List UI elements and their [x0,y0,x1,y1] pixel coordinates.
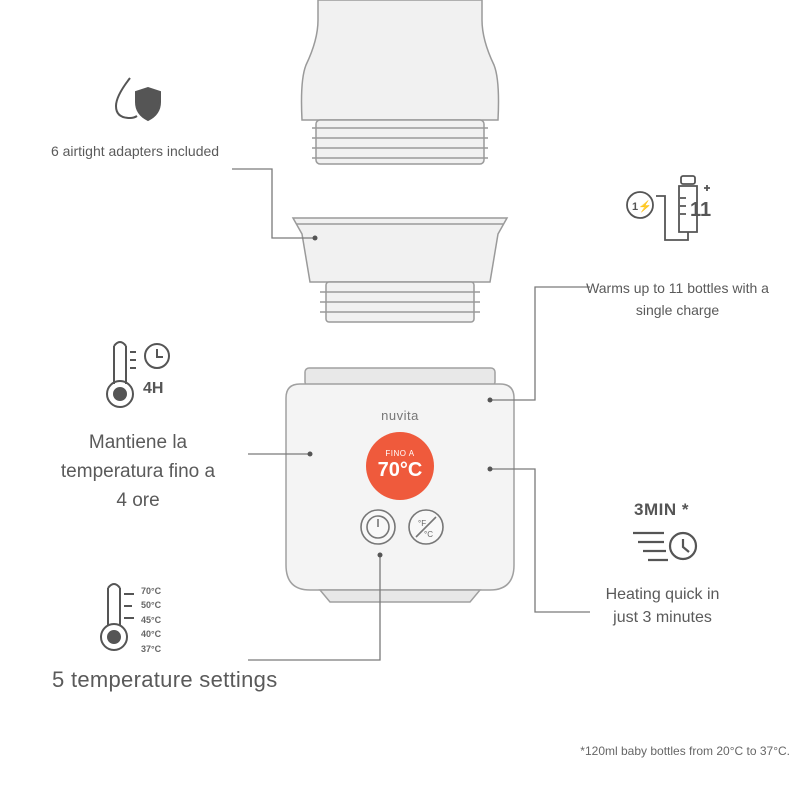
leader-dots [307,235,493,558]
thermometer-scale-icon [100,583,134,651]
keep-warm-caption: Mantiene la temperatura fino a 4 ore [60,432,216,511]
hours-label: 4H [143,380,164,397]
temperatures-caption: 5 temperature settings [52,667,278,692]
power-button [360,509,396,545]
temperature-list: 70°C 50°C 45°C 40°C 37°C [141,584,161,656]
temperature-item: 40°C [141,629,162,640]
brand-logo: nuvita [381,408,419,423]
leader-lines [232,168,590,661]
temperature-badge: FINO A 70°C [366,432,434,500]
temperature-item: 45°C [141,614,162,625]
droplet-shield-icon [114,77,161,122]
footnote: *120ml baby bottles from 20°C to 37°C. [580,744,790,758]
temperature-item: 50°C [141,600,162,611]
badge-line-2: 70°C [377,459,423,481]
temperature-item: 37°C [141,643,162,654]
temperature-item: 70°C [141,586,162,596]
battery-bottle-icon [626,175,710,241]
unit-c-glyph: °C [424,530,433,539]
speed-clock-icon [633,531,698,562]
heating-caption: Heating quick in just 3 minutes [605,586,720,626]
unit-f-glyph: °F [418,519,426,528]
time-label: 3MIN * [634,500,689,519]
bottle-count-label: 11 [690,199,712,221]
thermometer-clock-icon [106,341,170,408]
battery-mark: 1⚡ [632,200,652,213]
unit-toggle-button [408,509,444,545]
adapter-ring [291,217,509,323]
adapters-caption: 6 airtight adapters included [50,143,220,159]
badge-line-1: FINO A [385,449,415,458]
bottles-caption: Warms up to 11 bottles with a single cha… [586,280,769,318]
bottle-top [300,0,500,165]
